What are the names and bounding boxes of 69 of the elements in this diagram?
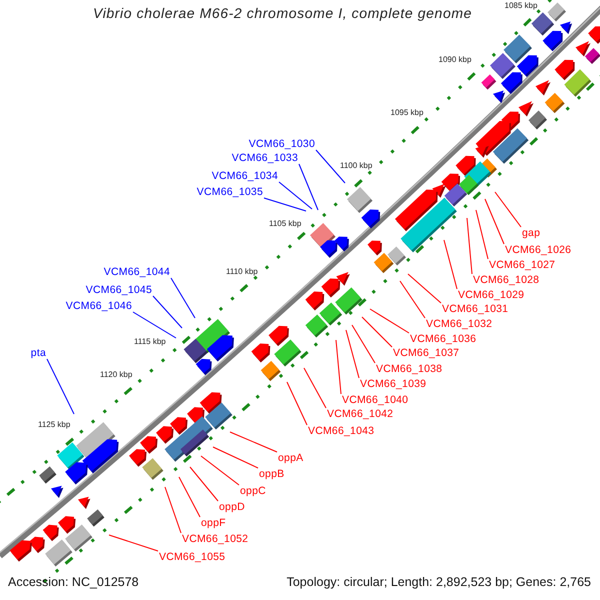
leader-line [362,316,392,348]
leader-line [212,446,258,468]
gene-label: VCM66_1035 [196,185,263,199]
leader-line [230,432,278,452]
gene-label: VCM66_1042 [327,407,394,421]
leader-line [484,198,504,244]
gene-label: VCM66_1045 [86,283,152,297]
leader-line [164,486,182,534]
leader-line [336,340,342,394]
leader-line [400,280,426,318]
gene-label: VCM66_1032 [426,317,492,331]
leader-line [286,382,308,426]
gene-label: VCM66_1031 [442,302,508,316]
gene-label: oppF [201,516,226,530]
gene-label: VCM66_1027 [489,258,556,272]
gene-label: VCM66_1038 [376,362,442,376]
leader-line [190,466,218,502]
leader-line [170,278,196,318]
gene-label: pta [30,346,46,360]
leader-line [352,324,376,364]
gene-label: VCM66_1046 [66,299,132,313]
gene-label: VCM66_1034 [212,169,278,183]
gene-label: oppD [219,500,245,514]
leader-line [316,150,346,184]
tick-label: 1105 kbp [269,218,302,230]
leader-line [476,210,488,260]
leader-line [200,456,240,486]
gene-label: VCM66_1026 [505,243,572,257]
gene-label: VCM66_1036 [410,332,476,346]
gene-label: VCM66_1052 [182,532,248,546]
leader-line [108,534,158,552]
gene-label: VCM66_1055 [159,550,226,564]
leader-line [178,476,200,518]
gene-label: VCM66_1033 [232,151,298,165]
tick-label: 1120 kbp [100,369,132,381]
leader-line [346,330,360,378]
tick-label: 1085 kbp [504,0,538,12]
leader-line [298,164,318,210]
leader-line [152,296,182,328]
gene-label: gap [522,226,540,240]
tick-label: 1090 kbp [438,54,472,66]
tick-label: 1095 kbp [390,107,424,119]
tick-label: 1125 kbp [38,419,70,431]
gene-label: VCM66_1043 [308,424,374,438]
gene-label: VCM66_1040 [342,393,408,407]
tick-label: 1110 kbp [226,266,258,278]
gene-label: VCM66_1037 [393,346,460,360]
leader-line [466,218,472,274]
gene-label: oppB [259,467,284,481]
leader-line [444,240,458,290]
tick-label: 1100 kbp [340,160,372,172]
leader-line [304,368,326,408]
genome-info-text: Topology: circular; Length: 2,892,523 bp; Genes: 2,765 [286,575,591,589]
leader-line [370,308,410,334]
accession-text: Accession: NC_012578 [8,575,139,589]
leader-line [132,312,176,338]
leader-line [46,358,74,414]
tick-label: 1115 kbp [134,336,166,348]
gene-label: oppC [240,484,266,498]
gene-label: oppA [278,451,304,465]
leader-line [264,198,306,212]
gene-label: VCM66_1039 [360,377,426,391]
gene-label: VCM66_1030 [248,137,315,151]
leader-line [408,274,442,304]
gene-label: VCM66_1029 [458,288,524,302]
gene-label: VCM66_1028 [473,273,540,287]
leader-line [278,182,312,210]
gene-label: VCM66_1044 [104,265,170,279]
leader-line [494,192,522,228]
